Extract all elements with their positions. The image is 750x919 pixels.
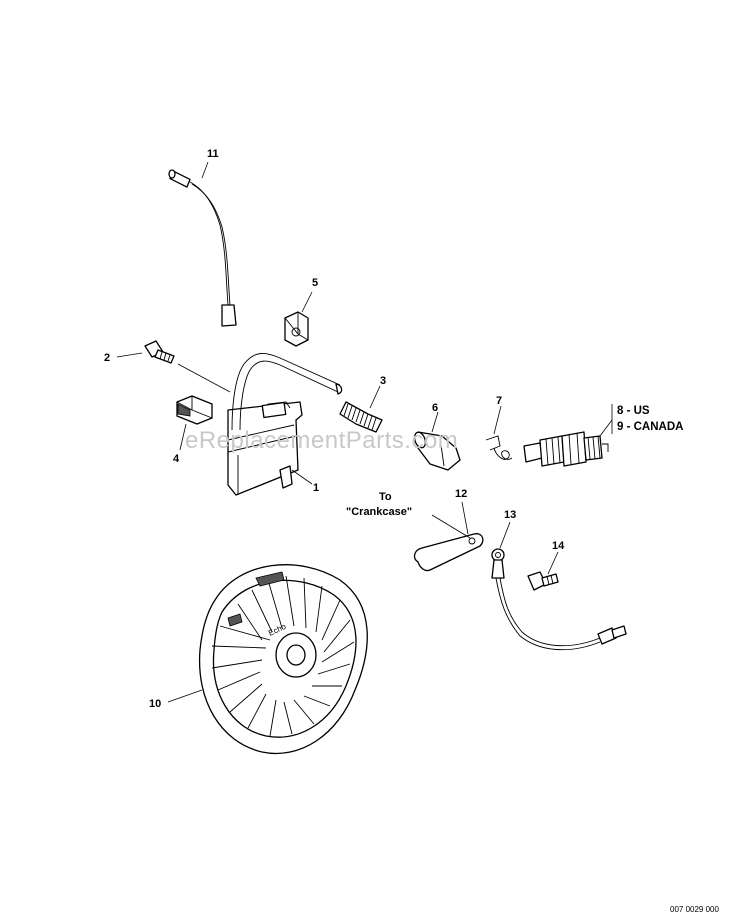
part-7-terminal[interactable] xyxy=(485,435,513,460)
callout-8: 8 - US xyxy=(617,405,650,417)
leader-2-axis xyxy=(177,363,231,393)
part-8-9-spark-plug[interactable] xyxy=(523,431,609,467)
part-4-grommet[interactable] xyxy=(176,395,213,425)
leader-6 xyxy=(431,411,439,433)
callout-10: 10 xyxy=(149,698,161,710)
callout-11: 11 xyxy=(207,148,219,160)
leader-1 xyxy=(291,469,313,485)
callout-3: 3 xyxy=(380,375,386,387)
leader-10 xyxy=(167,689,203,703)
part-10-flywheel[interactable]: Echo xyxy=(198,564,368,754)
part-14-screw[interactable] xyxy=(527,571,559,591)
leader-14 xyxy=(547,551,559,575)
part-6-boot[interactable] xyxy=(413,431,461,471)
callout-5: 5 xyxy=(312,277,318,289)
note-line-1: To xyxy=(379,491,392,503)
part-13-ground-wire[interactable] xyxy=(491,548,627,651)
callout-7: 7 xyxy=(496,395,502,407)
leader-to-crankcase xyxy=(431,514,471,539)
part-12-plate[interactable] xyxy=(413,533,484,572)
leader-13 xyxy=(499,521,511,549)
part-3-spring[interactable] xyxy=(339,401,383,433)
callout-4: 4 xyxy=(173,453,180,465)
leader-3 xyxy=(369,385,381,409)
callout-6: 6 xyxy=(432,402,438,414)
note-line-2: "Crankcase" xyxy=(346,506,412,518)
callout-1: 1 xyxy=(313,482,319,494)
part-5-grommet[interactable] xyxy=(284,311,309,347)
leader-4 xyxy=(179,423,187,451)
callout-13: 13 xyxy=(504,509,516,521)
leader-8-9 xyxy=(599,419,613,437)
callout-14: 14 xyxy=(552,540,565,552)
leader-7 xyxy=(493,405,502,435)
leader-12 xyxy=(461,501,469,535)
watermark-text: eReplacementParts.com xyxy=(185,427,458,454)
callout-12: 12 xyxy=(455,488,467,500)
reference-code: 007 0029 000 xyxy=(670,905,719,914)
leader-11 xyxy=(201,161,209,179)
leader-5 xyxy=(301,291,313,313)
callout-2: 2 xyxy=(104,352,110,364)
leader-2 xyxy=(116,352,143,358)
part-2-screw[interactable] xyxy=(144,340,175,364)
callout-9: 9 - CANADA xyxy=(617,421,683,433)
part-11-wire[interactable] xyxy=(168,169,237,327)
part-1-ignition-coil[interactable] xyxy=(227,353,343,496)
